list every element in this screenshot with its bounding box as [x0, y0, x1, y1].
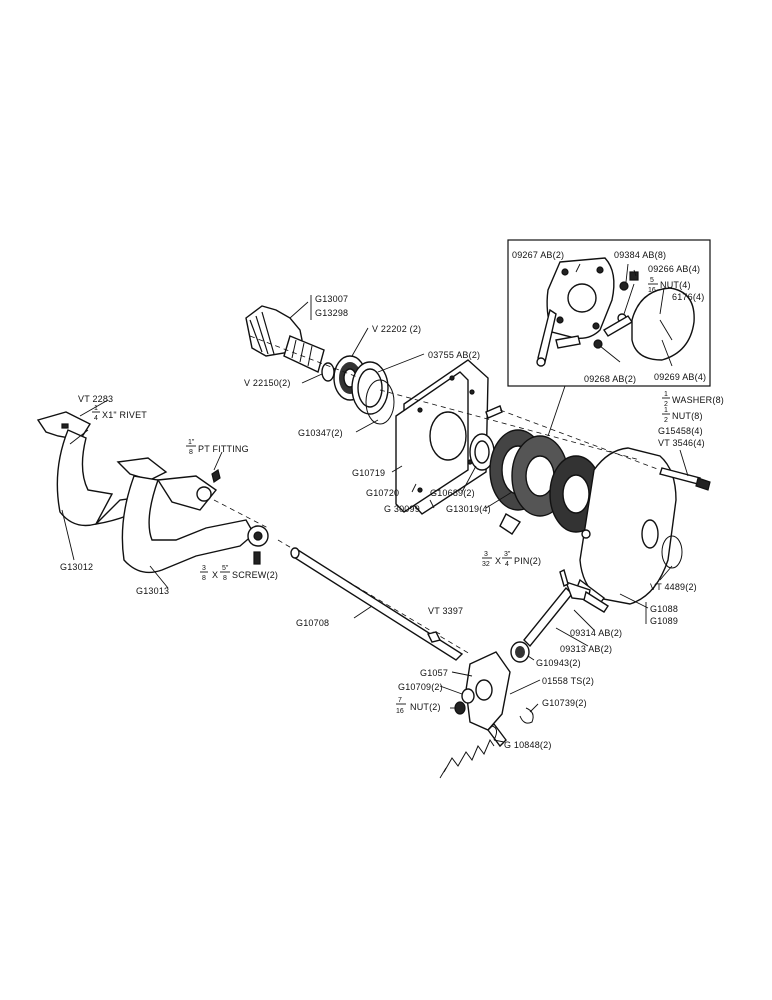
clutch-disc-assembly	[489, 429, 569, 535]
seal-g10689	[469, 433, 495, 471]
label-g10739: G10739(2)	[542, 698, 587, 708]
nut-7-16	[454, 701, 466, 715]
label-g13019: G13019(4)	[446, 504, 491, 514]
label-g13298: G13298	[315, 308, 348, 318]
label-g10720: G10720	[366, 488, 399, 498]
release-arm-g1057	[465, 651, 511, 748]
frac-ptfit-num: 1"	[188, 439, 195, 446]
label-ab09266: 09266 AB(4)	[648, 264, 700, 274]
oring-vt4489	[661, 535, 683, 569]
rivet-vt2283	[61, 423, 69, 429]
frac-screw-b-num: 5"	[222, 565, 229, 572]
label-screw-x: X	[212, 570, 218, 580]
pt-fitting	[211, 469, 221, 483]
label-vt3397: VT 3397	[428, 606, 463, 616]
link-rod-09313	[523, 580, 609, 648]
frac-pin-a-den: 32	[482, 561, 490, 568]
label-g10347: G10347(2)	[298, 428, 343, 438]
label-ab03755: 03755 AB(2)	[428, 350, 480, 360]
frac-nut2-num: 7	[398, 697, 402, 704]
bushing-g10943	[510, 641, 530, 663]
frac-rivet-den: 4	[94, 415, 98, 422]
label-g10689: G10689(2)	[430, 488, 475, 498]
label-g30099: G 30099	[384, 504, 420, 514]
pedal-g13013	[116, 457, 269, 574]
part-labels: G13007 G13298 V 22202 (2) 03755 AB(2) V …	[60, 250, 724, 750]
label-g10943: G10943(2)	[536, 658, 581, 668]
frac-nut-top-den: 16	[648, 287, 656, 294]
label-g10709: G10709(2)	[398, 682, 443, 692]
frac-washer-num: 1	[664, 391, 668, 398]
label-vt2283: VT 2283	[78, 394, 113, 404]
label-ab09314: 09314 AB(2)	[570, 628, 622, 638]
release-lever-plate	[536, 257, 615, 367]
label-6176: 6176(4)	[672, 292, 704, 302]
label-nut-top: NUT(4)	[660, 280, 691, 290]
label-nut8: NUT(8)	[672, 411, 703, 421]
frac-ptfit-den: 8	[189, 449, 193, 456]
frac-nut2-den: 16	[396, 708, 404, 715]
frac-pin-b-num: 3"	[504, 551, 511, 558]
detail-inset-frame	[507, 239, 711, 387]
leader-lines	[61, 263, 673, 743]
label-ab09268: 09268 AB(2)	[584, 374, 636, 384]
oring-g10347	[365, 379, 395, 425]
label-g10719: G10719	[352, 468, 385, 478]
frac-nut8-den: 2	[664, 417, 668, 424]
pin-3-32	[559, 568, 569, 588]
label-vt3546: VT 3546(4)	[658, 438, 705, 448]
label-washer: WASHER(8)	[672, 395, 724, 405]
label-g10708: G10708	[296, 618, 329, 628]
housing-plate	[395, 359, 503, 515]
label-pin-x: X	[495, 556, 501, 566]
frac-screw-b-den: 8	[223, 575, 227, 582]
frac-pin-b-den: 4	[505, 561, 509, 568]
label-ab09384: 09384 AB(8)	[614, 250, 666, 260]
label-nut2: NUT(2)	[410, 702, 441, 712]
label-g1057: G1057	[420, 668, 448, 678]
label-v22202: V 22202 (2)	[372, 324, 421, 334]
label-g1088: G1088	[650, 604, 678, 614]
label-g13012: G13012	[60, 562, 93, 572]
label-pin: PIN(2)	[514, 556, 541, 566]
splined-input-shaft	[245, 305, 325, 373]
label-ab09313: 09313 AB(2)	[560, 644, 612, 654]
washer-g10709	[461, 688, 475, 704]
label-ptfit: PT FITTING	[198, 444, 249, 454]
frac-nut-top-num: 5	[650, 277, 654, 284]
label-v22150: V 22150(2)	[244, 378, 291, 388]
frac-rivet-num: 1	[94, 405, 98, 412]
frac-washer-den: 2	[664, 401, 668, 408]
label-screw: SCREW(2)	[232, 570, 278, 580]
bearing-cup-03755	[351, 361, 389, 415]
label-g10848: G 10848(2)	[504, 740, 552, 750]
label-g13013: G13013	[136, 586, 169, 596]
ring-v22150	[321, 362, 335, 382]
label-vt4489: VT 4489(2)	[650, 582, 697, 592]
label-g1089: G1089	[650, 616, 678, 626]
spring-g10848	[439, 725, 498, 779]
inset-cover-plate	[631, 287, 695, 361]
label-rivet: X1" RIVET	[102, 410, 147, 420]
screw-3-8	[253, 551, 261, 565]
frac-nut8-num: 1	[664, 407, 668, 414]
label-ab09267: 09267 AB(2)	[512, 250, 564, 260]
label-ts01558: 01558 TS(2)	[542, 676, 594, 686]
frac-screw-a-den: 8	[202, 575, 206, 582]
frac-pin-a-num: 3	[484, 551, 488, 558]
frac-screw-a-num: 3	[202, 565, 206, 572]
label-g15458: G15458(4)	[658, 426, 703, 436]
key-vt3397	[426, 631, 442, 643]
label-g13007: G13007	[315, 294, 348, 304]
label-ab09269: 09269 AB(4)	[654, 372, 706, 382]
cross-shaft-g10708	[290, 547, 464, 661]
